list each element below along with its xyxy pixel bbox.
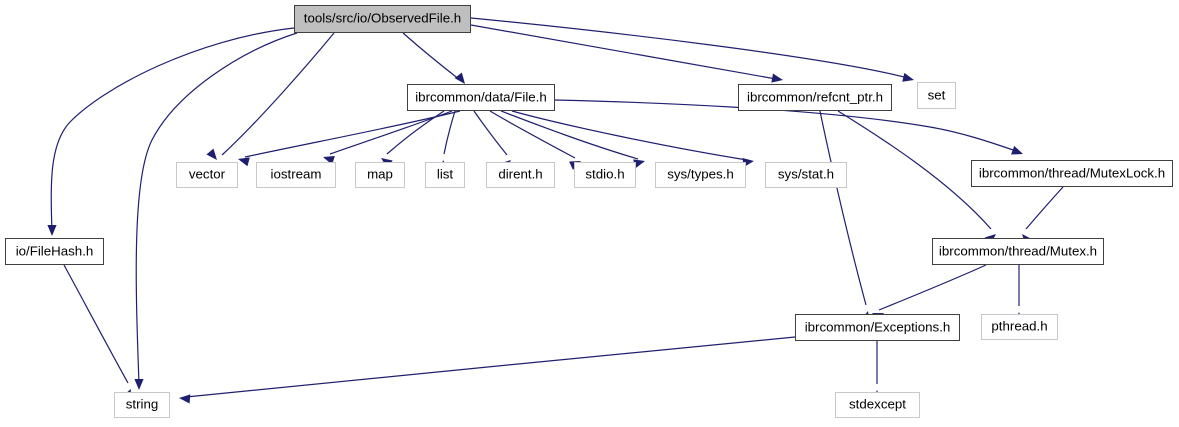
edge-observedfile-to-filehash (50, 27, 295, 231)
edge-file-to-vector (244, 110, 461, 158)
edge-observedfile-to-vector (221, 32, 335, 156)
arrowhead-observedfile-to-set (902, 72, 914, 82)
graph-node-label: ibrcommon/data/File.h (415, 89, 547, 105)
graph-node-stdio[interactable]: stdio.h (574, 162, 636, 188)
graph-node-label: pthread.h (991, 318, 1048, 334)
graph-node-label: sys/stat.h (777, 166, 835, 182)
graph-node-label: ibrcommon/Exceptions.h (804, 319, 951, 335)
arrowhead-file-to-systypes (633, 159, 645, 169)
graph-node-label: list (436, 166, 454, 182)
graph-node-filehash[interactable]: io/FileHash.h (5, 238, 104, 265)
graph-node-systypes[interactable]: sys/types.h (655, 162, 746, 188)
graph-node-file[interactable]: ibrcommon/data/File.h (407, 84, 555, 111)
edge-file-to-dirent (473, 110, 508, 156)
graph-node-label: string (125, 396, 159, 412)
graph-node-label: sys/types.h (667, 166, 734, 182)
graph-node-refcnt[interactable]: ibrcommon/refcnt_ptr.h (738, 84, 892, 111)
graph-node-list[interactable]: list (425, 162, 465, 188)
edge-file-to-stdio (489, 110, 576, 159)
graph-node-iostream[interactable]: iostream (256, 162, 336, 188)
graph-node-observedfile[interactable]: tools/src/io/ObservedFile.h (294, 5, 471, 33)
graph-node-label: tools/src/io/ObservedFile.h (303, 10, 462, 26)
arrowhead-observedfile-to-refcnt (771, 73, 783, 83)
edge-observedfile-to-refcnt (470, 24, 777, 80)
edge-file-to-systypes (500, 110, 639, 160)
graph-node-map[interactable]: map (355, 162, 405, 188)
graph-node-set[interactable]: set (917, 82, 956, 109)
edge-file-to-mutexlock (554, 99, 1017, 152)
graph-node-label: io/FileHash.h (15, 243, 94, 259)
graph-node-label: set (927, 87, 946, 103)
edge-file-to-iostream (329, 110, 453, 155)
graph-node-dirent[interactable]: dirent.h (486, 162, 555, 188)
arrowhead-file-to-mutexlock (1011, 145, 1023, 155)
arrowhead-observedfile-to-string (134, 379, 144, 390)
graph-node-mutex[interactable]: ibrcommon/thread/Mutex.h (932, 238, 1104, 265)
edge-observedfile-to-file (402, 32, 461, 81)
edge-exceptions-to-string (185, 336, 796, 398)
graph-node-pthread[interactable]: pthread.h (981, 314, 1058, 340)
graph-node-label: dirent.h (498, 166, 543, 182)
graph-node-label: ibrcommon/thread/Mutex.h (938, 243, 1098, 259)
graph-node-sysstat[interactable]: sys/stat.h (765, 162, 847, 188)
arrowhead-observedfile-to-vector (206, 148, 217, 160)
graph-node-label: vector (188, 166, 226, 182)
graph-node-vector[interactable]: vector (176, 162, 238, 188)
graph-node-label: map (367, 166, 393, 182)
graph-node-label: ibrcommon/thread/MutexLock.h (978, 165, 1166, 181)
graph-node-exceptions[interactable]: ibrcommon/Exceptions.h (795, 314, 960, 341)
edge-mutex-to-exceptions (878, 264, 987, 311)
graph-node-stdexcept[interactable]: stdexcept (835, 392, 920, 418)
graph-node-label: ibrcommon/refcnt_ptr.h (747, 89, 883, 105)
graph-node-label: stdexcept (849, 396, 906, 412)
edge-file-to-sysstat (511, 110, 748, 161)
edge-file-to-map (386, 110, 445, 155)
edge-refcnt-to-exceptions (819, 110, 867, 306)
graph-node-label: iostream (270, 166, 322, 182)
arrowhead-exceptions-to-string (179, 394, 191, 404)
arrowhead-observedfile-to-file (454, 72, 465, 84)
edge-observedfile-to-string (135, 32, 298, 385)
edge-mutexlock-to-mutex (1025, 186, 1064, 230)
arrowhead-file-to-vector (238, 157, 250, 167)
arrowhead-observedfile-to-filehash (47, 225, 57, 236)
edge-filehash-to-string (63, 264, 129, 384)
graph-node-label: stdio.h (585, 166, 625, 182)
graph-node-mutexlock[interactable]: ibrcommon/thread/MutexLock.h (971, 160, 1173, 187)
edge-refcnt-to-mutex (837, 110, 992, 230)
edge-file-to-list (443, 110, 456, 155)
edge-observedfile-to-set (470, 17, 909, 79)
graph-node-string[interactable]: string (114, 392, 170, 418)
